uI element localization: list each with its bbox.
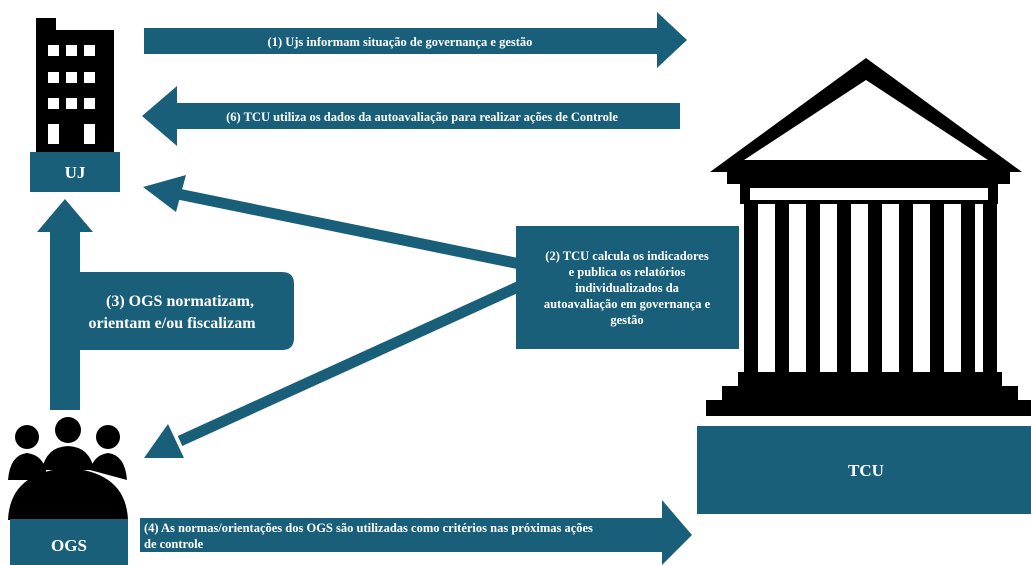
callout-step2: (2) TCU calcula os indicadores e publica… xyxy=(516,226,739,349)
callout-line5: gestão xyxy=(610,313,643,327)
courthouse-icon xyxy=(706,58,1031,416)
uj-label-box: UJ xyxy=(30,152,120,192)
group-of-people-icon xyxy=(8,417,128,520)
arrow-to-uj xyxy=(143,175,522,270)
tcu-label-box: TCU xyxy=(697,426,1031,514)
arrow-to-ogs xyxy=(144,280,523,458)
arrow-step3-label-line1: (3) OGS normatizam, xyxy=(106,293,254,310)
callout-line2: e publica os relatórios xyxy=(569,265,686,279)
arrow-step4: (4) As normas/orientações dos OGS são ut… xyxy=(140,500,692,565)
arrow-step4-label-line2: de controle xyxy=(144,537,204,551)
callout-line1: (2) TCU calcula os indicadores xyxy=(545,249,709,263)
callout-line3: individualizados da xyxy=(575,281,680,295)
callout-line4: autoavaliação em governança e xyxy=(544,297,711,311)
arrow-step3-label-line2: orientam e/ou fiscalizam xyxy=(88,315,256,332)
building-icon xyxy=(36,18,114,152)
arrow-step1-label: (1) Ujs informam situação de governança … xyxy=(268,35,533,49)
uj-label: UJ xyxy=(65,163,86,182)
arrow-step1: (1) Ujs informam situação de governança … xyxy=(144,12,687,68)
tcu-label: TCU xyxy=(848,461,884,480)
ogs-label-box: OGS xyxy=(10,519,128,565)
arrow-step6: (6) TCU utiliza os dados da autoavaliaçã… xyxy=(142,86,680,146)
arrow-step3: (3) OGS normatizam, orientam e/ou fiscal… xyxy=(37,199,294,410)
arrow-step6-label: (6) TCU utiliza os dados da autoavaliaçã… xyxy=(226,110,618,124)
arrow-step4-label-line1: (4) As normas/orientações dos OGS são ut… xyxy=(144,521,593,535)
ogs-label: OGS xyxy=(51,536,87,555)
